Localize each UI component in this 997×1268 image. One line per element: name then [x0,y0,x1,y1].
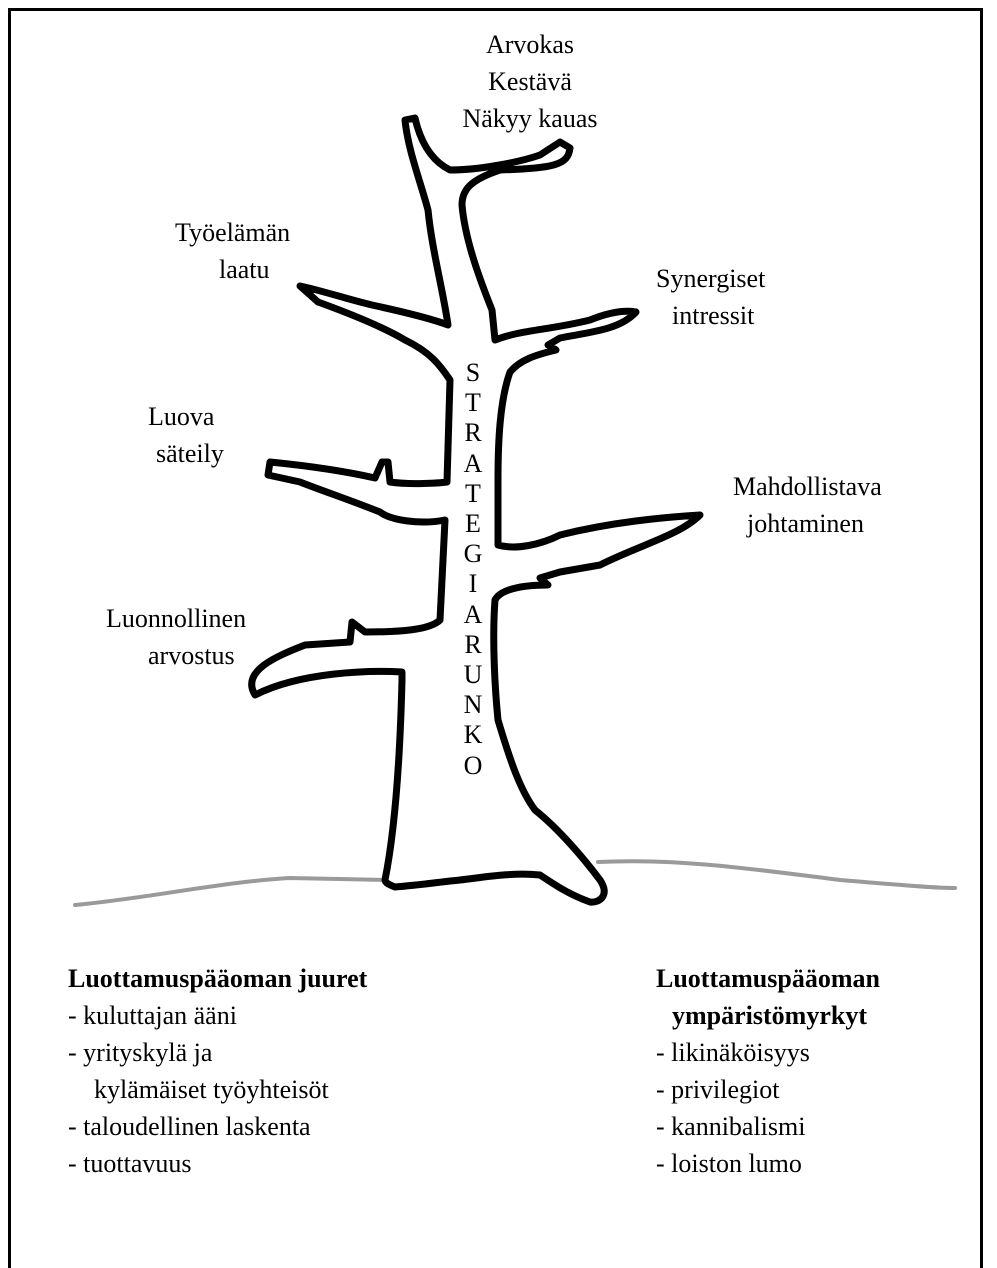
upper-left-line-2: laatu [175,255,270,284]
toxins-item: - privilegiot [656,1071,880,1108]
lower-left-line-2: arvostus [106,641,235,670]
roots-item: kylämäiset työyhteisöt [68,1071,367,1108]
trunk-label: S T R A T E G I A R U N K O [456,358,490,781]
trunk-letter: O [456,751,490,781]
middle-right-line-1: Mahdollistava [733,472,882,501]
lower-left-line-1: Luonnollinen [106,604,246,633]
toxins-title-line-2: ympäristömyrkyt [656,997,880,1034]
upper-left-line-1: Työelämän [175,218,290,247]
trunk-letter: G [456,539,490,569]
roots-item: - kuluttajan ääni [68,997,367,1034]
upper-right-branch-label: Synergiset intressit [656,260,765,334]
middle-right-branch-label: Mahdollistava johtaminen [733,468,882,542]
trunk-letter: I [456,569,490,599]
roots-item: - tuottavuus [68,1145,367,1182]
trunk-letter: S [456,358,490,388]
trunk-letter: N [456,690,490,720]
lower-left-branch-label: Luonnollinen arvostus [106,600,246,674]
middle-left-branch-label: Luova säteily [148,398,224,472]
trunk-letter: A [456,600,490,630]
toxins-item: - likinäköisyys [656,1034,880,1071]
middle-left-line-1: Luova [148,402,214,431]
ground-line [75,861,955,905]
toxins-item: - loiston lumo [656,1145,880,1182]
upper-left-branch-label: Työelämän laatu [175,214,290,288]
trunk-letter: R [456,630,490,660]
upper-right-line-1: Synergiset [656,264,765,293]
toxins-title-line-1: Luottamuspääoman [656,960,880,997]
roots-item: - taloudellinen laskenta [68,1108,367,1145]
top-label-line-3: Näkyy kauas [462,104,597,133]
trunk-letter: U [456,660,490,690]
upper-right-line-2: intressit [656,301,754,330]
trunk-letter: A [456,449,490,479]
trunk-letter: T [456,388,490,418]
trunk-letter: R [456,418,490,448]
top-label-line-2: Kestävä [488,67,572,96]
roots-item: - yrityskylä ja [68,1034,367,1071]
roots-list: Luottamuspääoman juuret - kuluttajan ään… [68,960,367,1182]
middle-right-line-2: johtaminen [733,509,864,538]
top-branch-label: Arvokas Kestävä Näkyy kauas [440,26,620,137]
toxins-list: Luottamuspääoman ympäristömyrkyt - likin… [656,960,880,1182]
toxins-item: - kannibalismi [656,1108,880,1145]
trunk-letter: E [456,509,490,539]
middle-left-line-2: säteily [148,439,224,468]
top-label-line-1: Arvokas [486,30,574,59]
trunk-letter: K [456,720,490,750]
roots-title: Luottamuspääoman juuret [68,960,367,997]
trunk-letter: T [456,479,490,509]
